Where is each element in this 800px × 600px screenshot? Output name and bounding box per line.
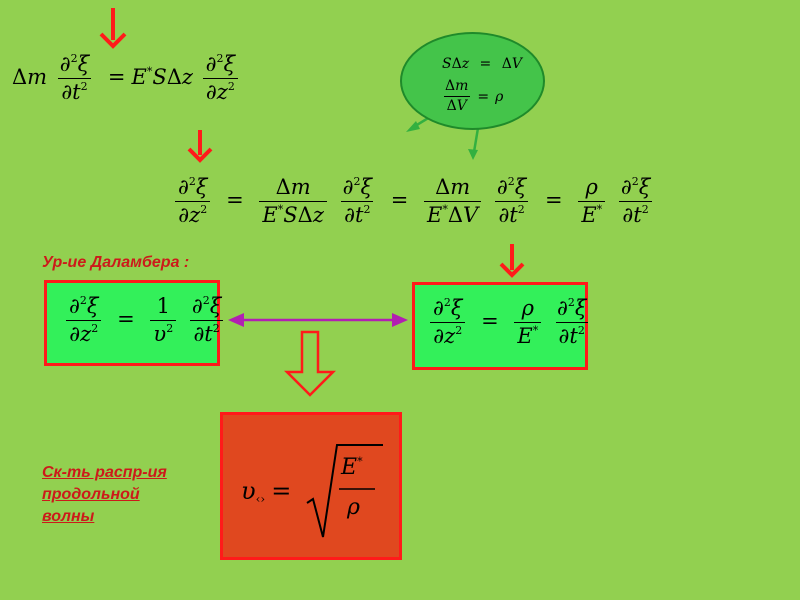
sqrt-icon (306, 444, 383, 538)
dalamber-label: Ур-ие Даламбера : (42, 254, 190, 271)
speed-formula-box: υ‹›= E* ρ (220, 412, 402, 560)
hollow-down-arrow-icon (283, 330, 337, 397)
speed-lhs: υ‹›= (241, 477, 292, 506)
red-down-arrow-icon (499, 244, 525, 278)
speed-label-line2: продольной (42, 486, 140, 503)
speed-numerator: E* (341, 455, 363, 480)
speed-label-line1: Ск-ть распр-ия (42, 464, 167, 481)
purple-double-arrow-icon (228, 313, 408, 327)
relation-volume: SΔz = ΔV (442, 56, 522, 72)
speed-label-line3: волны (42, 508, 95, 525)
speed-denominator: ρ (347, 495, 360, 520)
formula-newton: Δm ∂2ξ∂t2 =E*SΔz ∂2ξ∂z2 (12, 52, 241, 104)
red-down-arrow-icon (187, 130, 213, 163)
red-down-arrow-icon (99, 8, 127, 49)
speed-label: Ск-ть распр-ия продольной волны (42, 462, 167, 528)
